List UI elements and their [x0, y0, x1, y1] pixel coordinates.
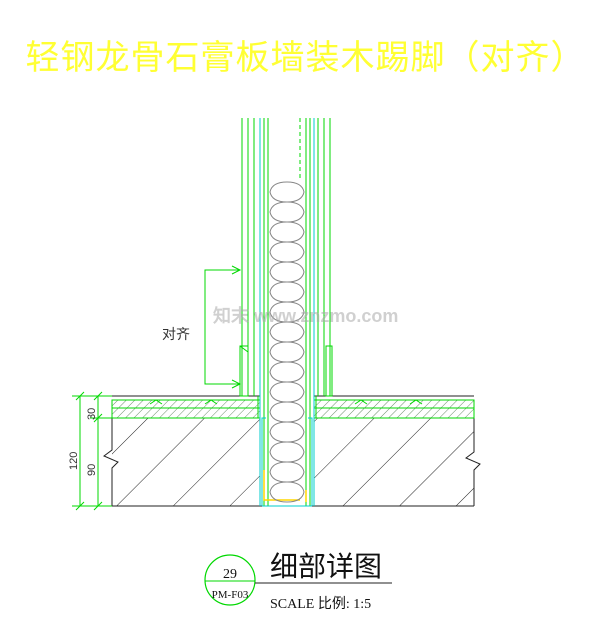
insulation-cell — [269, 441, 305, 463]
insulation-cell — [269, 461, 305, 483]
insulation-cell — [269, 421, 305, 443]
align-bracket — [204, 265, 242, 389]
watermark-text: 知末 www.znzmo.com — [213, 305, 398, 326]
insulation-cell — [269, 281, 305, 303]
detail-title: 细部详图 — [270, 550, 382, 583]
detail-callout — [204, 554, 392, 606]
insulation-cell — [269, 301, 305, 323]
sheet-number: PM-F03 — [212, 589, 249, 601]
align-label: 对齐 — [162, 326, 190, 342]
insulation-cell — [269, 481, 305, 503]
partition-wall — [241, 118, 331, 507]
detail-scale: SCALE 比例: 1:5 — [270, 596, 371, 612]
dim-top: 30 — [86, 408, 98, 420]
dim-bottom: 90 — [86, 464, 98, 476]
insulation-cell — [269, 201, 305, 223]
insulation-cell — [269, 261, 305, 283]
drawing-title: 轻钢龙骨石膏板墙装木踢脚（对齐） — [25, 38, 586, 78]
insulation-cell — [269, 321, 305, 343]
insulation-cell — [269, 361, 305, 383]
insulation-fill — [269, 181, 305, 503]
floor-finish — [111, 395, 475, 419]
insulation-cell — [269, 241, 305, 263]
insulation-cell — [269, 381, 305, 403]
detail-number: 29 — [223, 567, 237, 582]
concrete-slab — [103, 417, 481, 507]
insulation-cell — [269, 341, 305, 363]
insulation-cell — [269, 401, 305, 423]
dimension-lines — [72, 391, 112, 511]
wood-skirting — [239, 345, 333, 397]
insulation-cell — [269, 221, 305, 243]
insulation-cell — [269, 181, 305, 203]
dim-total: 120 — [68, 452, 80, 470]
